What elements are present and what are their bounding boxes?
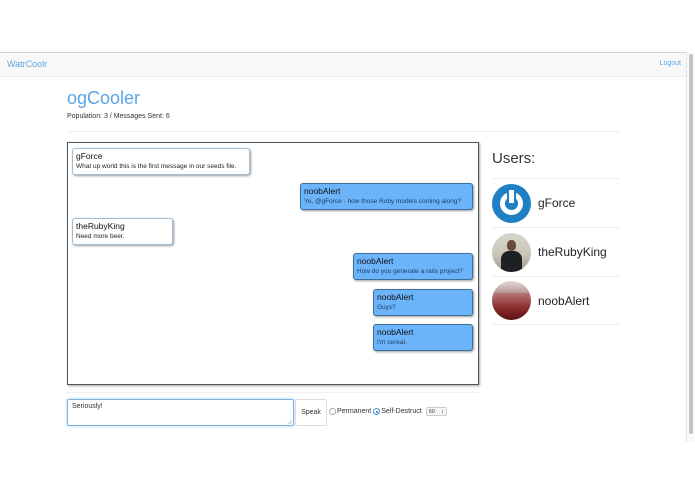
message-text: Need more beer. xyxy=(76,233,125,240)
message-bubble: noobAlert I'm cereal. xyxy=(373,324,473,351)
message-text: Yo, @gForce - how those Ruby models comi… xyxy=(304,198,462,205)
avatar-photo xyxy=(492,232,531,272)
user-item[interactable]: noobAlert xyxy=(492,276,620,325)
users-heading: Users: xyxy=(492,150,536,167)
message-author: theRubyKing xyxy=(76,221,125,231)
user-name: noobAlert xyxy=(538,293,590,308)
page-scrollbar[interactable] xyxy=(686,52,695,442)
message-text: I'm cereal. xyxy=(377,339,407,346)
room-title: ogCooler xyxy=(67,88,141,108)
message-author: noobAlert xyxy=(304,186,341,196)
select-arrows-icon: ↕ xyxy=(440,408,444,415)
brand-link[interactable]: WatrCoolr xyxy=(7,59,48,69)
message-text: Guys? xyxy=(377,304,396,311)
permanent-label[interactable]: Permanent xyxy=(337,408,372,415)
message-bubble: theRubyKing Need more beer. xyxy=(72,218,173,245)
navbar: WatrCoolr Logout xyxy=(0,52,686,77)
message-text: How do you generate a rails project? xyxy=(357,268,463,275)
room-stats: Population: 3 / Messages Sent: 6 xyxy=(67,113,170,120)
message-author: gForce xyxy=(76,151,103,161)
user-name: theRubyKing xyxy=(538,245,607,259)
user-name: gForce xyxy=(538,196,576,210)
divider xyxy=(67,131,621,132)
divider xyxy=(67,392,479,393)
message-lifetime-options: Permanent Self-Destruct 60 ↕ xyxy=(329,407,447,416)
scrollbar-thumb[interactable] xyxy=(689,54,693,434)
logout-link[interactable]: Logout xyxy=(659,60,681,67)
self-destruct-label[interactable]: Self-Destruct xyxy=(381,408,422,415)
self-destruct-radio[interactable] xyxy=(373,408,381,415)
resize-handle-icon[interactable] xyxy=(287,419,292,424)
timer-value: 60 xyxy=(428,408,435,415)
message-bubble: noobAlert How do you generate a rails pr… xyxy=(353,253,473,280)
chat-window[interactable]: gForce What up world this is the first m… xyxy=(67,142,479,385)
avatar-photo xyxy=(492,281,531,320)
speak-button[interactable]: Speak xyxy=(295,399,327,426)
message-bubble: gForce What up world this is the first m… xyxy=(72,148,250,175)
message-author: noobAlert xyxy=(377,327,414,337)
user-item[interactable]: gForce xyxy=(492,178,620,227)
message-text: What up world this is the first message … xyxy=(76,163,237,170)
message-bubble: noobAlert Guys? xyxy=(373,289,473,316)
users-list: gForce theRubyKing noobAlert xyxy=(492,178,620,325)
message-author: noobAlert xyxy=(357,256,394,266)
message-input[interactable]: Seriously! xyxy=(67,399,294,426)
user-item[interactable]: theRubyKing xyxy=(492,227,620,276)
avatar-power-icon xyxy=(492,183,531,223)
permanent-radio[interactable] xyxy=(329,408,336,415)
self-destruct-timer-select[interactable]: 60 ↕ xyxy=(425,407,447,416)
message-author: noobAlert xyxy=(377,292,414,302)
message-bubble: noobAlert Yo, @gForce - how those Ruby m… xyxy=(300,183,473,210)
